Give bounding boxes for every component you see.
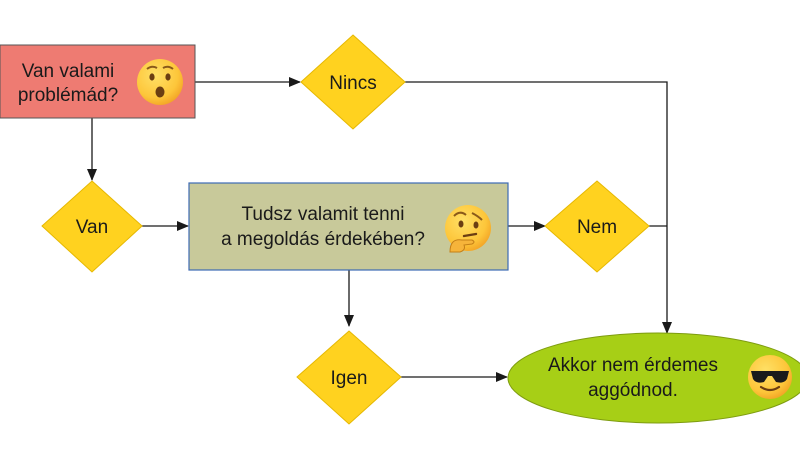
start-box: Van valami problémád?: [0, 44, 196, 119]
decision-igen: Igen: [296, 330, 402, 425]
decision-nincs-shape: [300, 34, 406, 130]
question-box: Tudsz valamit tenni a megoldás érdekében…: [188, 182, 509, 271]
hushed-face-icon: [137, 59, 183, 105]
thinking-face-icon: [445, 205, 491, 253]
decision-van-shape: [41, 180, 143, 273]
decision-van: Van: [41, 180, 143, 273]
sunglasses-face-icon: [748, 355, 792, 399]
question-box-line1: Tudsz valamit tenni: [242, 204, 405, 225]
decision-nem-label: Nem: [577, 217, 617, 238]
decision-nincs-label: Nincs: [329, 73, 377, 94]
decision-nincs: Nincs: [300, 34, 406, 130]
start-box-line1: Van valami: [22, 61, 115, 82]
end-ellipse-line1: Akkor nem érdemes: [548, 355, 718, 376]
start-box-line2: problémád?: [18, 85, 118, 106]
end-ellipse-line2: aggódnod.: [588, 380, 678, 401]
decision-nem-shape: [544, 180, 650, 273]
connector-nincs-to-end: [405, 81, 672, 334]
end-ellipse: Akkor nem érdemes aggódnod.: [507, 332, 800, 424]
decision-van-label: Van: [76, 217, 108, 238]
question-box-line2: a megoldás érdekében?: [221, 229, 425, 250]
connectors: [87, 77, 672, 382]
decision-igen-label: Igen: [331, 368, 368, 389]
end-ellipse-shape: [507, 332, 800, 424]
decision-igen-shape: [296, 330, 402, 425]
decision-nem: Nem: [544, 180, 650, 273]
